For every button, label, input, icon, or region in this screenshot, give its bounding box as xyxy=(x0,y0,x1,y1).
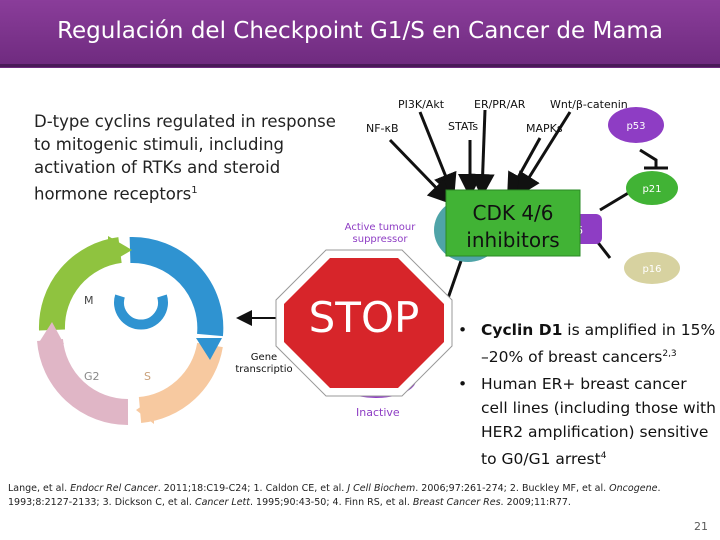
ref-4b: . 2009;11:R77. xyxy=(500,497,571,508)
ref-3j: Cancer Lett xyxy=(194,497,251,508)
m-arrowhead xyxy=(108,236,132,264)
inhibitor-line2: inhibitors xyxy=(466,228,559,252)
active-line1: Active tumour xyxy=(344,222,416,233)
cdk46-inhibitors-box xyxy=(445,189,581,257)
cell-cycle xyxy=(37,236,224,426)
p21-label: p21 xyxy=(642,184,661,195)
title-bar: Regulación del Checkpoint G1/S en Cancer… xyxy=(0,0,720,68)
ref-0j: Endocr Rel Cancer xyxy=(70,483,158,494)
ref-2b: . 1993;8:2127-2133; 3. Dickson C, et al. xyxy=(8,483,661,508)
p53-label: p53 xyxy=(626,121,645,132)
phase-g2: G2 xyxy=(84,370,100,383)
signal-mapks: MAPKs xyxy=(526,122,563,135)
ref-1j: J Cell Biochem xyxy=(347,483,416,494)
ref-1b: . 2006;97:261-274; 2. Buckley MF, et al. xyxy=(415,483,610,494)
lead-ref: 1 xyxy=(191,185,198,196)
page-number: 21 xyxy=(694,520,708,533)
bullet-1-text: is amplified in 15% –20% of breast cance… xyxy=(481,321,716,367)
slide-title: Regulación del Checkpoint G1/S en Cancer… xyxy=(57,18,663,44)
stop-sign: STOP xyxy=(275,249,453,397)
g1-arc xyxy=(129,236,224,337)
bullet-2-text: Human ER+ breast cancer cell lines (incl… xyxy=(481,375,716,469)
lead-body: D-type cyclins regulated in response to … xyxy=(34,112,336,204)
active-suppressor-label: Active tumour suppressor xyxy=(340,222,420,246)
bullet-2-ref: 4 xyxy=(600,451,607,461)
p53-node xyxy=(608,107,664,143)
phase-g0: G0 xyxy=(142,298,158,311)
g1-arrowhead xyxy=(196,338,222,360)
ref-2j: Oncogene xyxy=(609,483,658,494)
gene-transcription-label: Gene transcriptio xyxy=(230,352,298,376)
phase-g1: G1 xyxy=(166,322,182,335)
bullet-2: Human ER+ breast cancer cell lines (incl… xyxy=(481,372,717,471)
signal-er: ER/PR/AR xyxy=(474,98,526,111)
rb-state: Inactive xyxy=(356,406,400,419)
active-line2: suppressor xyxy=(352,234,408,245)
g2-arrowhead xyxy=(38,322,64,344)
arrow-pi3k xyxy=(418,111,457,198)
link-p53-p21 xyxy=(639,148,658,168)
ref-0a: Lange, et al. xyxy=(8,483,71,494)
m-arc xyxy=(38,237,123,331)
p21-node xyxy=(626,171,678,205)
arrow-mapks xyxy=(507,137,542,198)
bullet-1-bold: Cyclin D1 xyxy=(481,321,563,339)
g2-arc xyxy=(37,338,129,426)
inhibitor-line1: CDK 4/6 xyxy=(472,201,553,225)
stop-text: STOP xyxy=(309,293,420,342)
phase-m: M xyxy=(84,294,94,307)
gene-line2: transcriptio xyxy=(235,364,293,375)
bullet-dot-2: • xyxy=(458,375,468,393)
arrow-wnt xyxy=(516,111,572,198)
bullet-dot-1: • xyxy=(458,321,468,339)
g0-loop xyxy=(114,294,168,330)
ref-4j: Breast Cancer Res xyxy=(412,497,501,508)
signal-pi3k: PI3K/Akt xyxy=(398,98,445,111)
signal-wnt: Wnt/β-catenin xyxy=(550,98,628,111)
references: Lange, et al. Endocr Rel Cancer. 2011;18… xyxy=(8,482,688,510)
arrow-nfkb xyxy=(388,138,453,205)
ref-3b: . 1995;90:43-50; 4. Finn RS, et al. xyxy=(250,497,413,508)
link-p21-cdk xyxy=(599,190,631,212)
ref-0b: . 2011;18:C19-C24; 1. Caldon CE, et al. xyxy=(157,483,348,494)
lead-text: D-type cyclins regulated in response to … xyxy=(34,110,344,206)
p16-label: p16 xyxy=(642,264,661,275)
s-arrowhead xyxy=(136,398,154,424)
signal-stats: STATs xyxy=(448,120,479,133)
gene-line1: Gene xyxy=(250,352,278,363)
bullet-1-ref: 2,3 xyxy=(662,349,677,359)
p16-node xyxy=(624,252,680,284)
signal-nfkb: NF-κB xyxy=(366,122,399,135)
arrow-er xyxy=(470,109,495,198)
title-underline xyxy=(0,64,720,67)
bullet-1: Cyclin D1 is amplified in 15% –20% of br… xyxy=(481,318,717,369)
phase-s: S xyxy=(144,370,151,383)
